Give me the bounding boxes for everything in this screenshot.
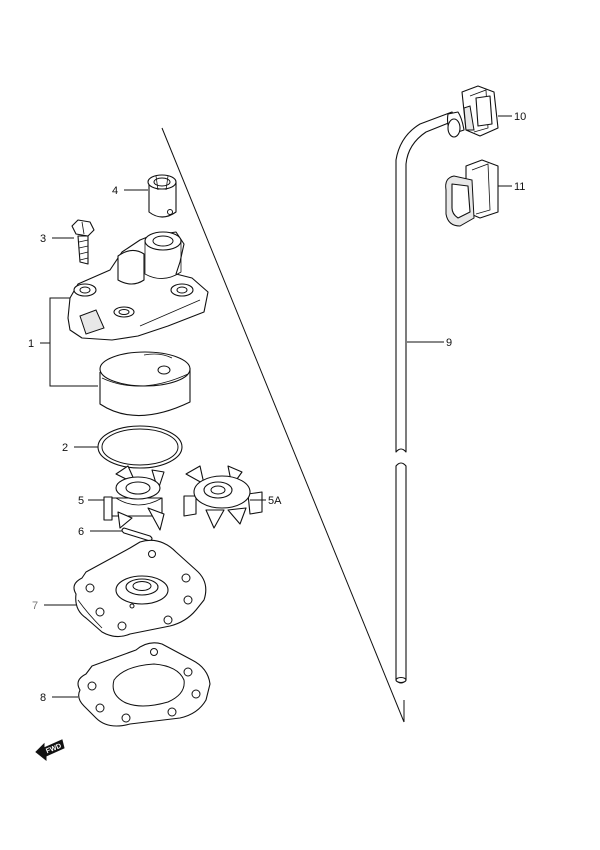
part-8-gasket[interactable] — [77, 642, 211, 727]
part-7-plate[interactable] — [73, 539, 207, 638]
forward-label: FWD — [45, 743, 62, 755]
forward-arrow-icon: FWD — [35, 739, 65, 762]
leader-1-bracket — [49, 297, 98, 387]
part-9-water-tube-lower[interactable] — [395, 462, 407, 684]
callout-8: 8 — [40, 692, 46, 704]
callout-5: 5 — [78, 495, 84, 507]
callout-4: 4 — [112, 185, 118, 197]
callout-11: 11 — [514, 181, 525, 193]
part-5a-impeller[interactable] — [183, 465, 263, 529]
part-10-grommet[interactable] — [461, 85, 499, 137]
callout-1: 1 — [28, 338, 34, 350]
part-1-pump-liner[interactable] — [99, 351, 191, 417]
part-4-bushing[interactable] — [147, 174, 177, 218]
callout-10: 10 — [514, 111, 526, 123]
part-5-impeller[interactable] — [103, 465, 165, 531]
part-11-grommet[interactable] — [445, 159, 499, 227]
callout-3: 3 — [40, 233, 46, 245]
callout-7: 7 — [32, 600, 38, 612]
part-9-water-tube[interactable] — [395, 111, 465, 453]
part-1-pump-case[interactable] — [67, 231, 209, 341]
callout-6: 6 — [78, 526, 84, 538]
assembly-guide-line — [161, 127, 405, 723]
callout-5a: 5A — [268, 495, 282, 507]
callout-2: 2 — [62, 442, 68, 454]
part-3-bolt[interactable] — [71, 219, 95, 265]
part-2-o-ring[interactable] — [97, 425, 183, 469]
part-6-key[interactable] — [121, 527, 153, 542]
callout-9: 9 — [446, 337, 452, 349]
